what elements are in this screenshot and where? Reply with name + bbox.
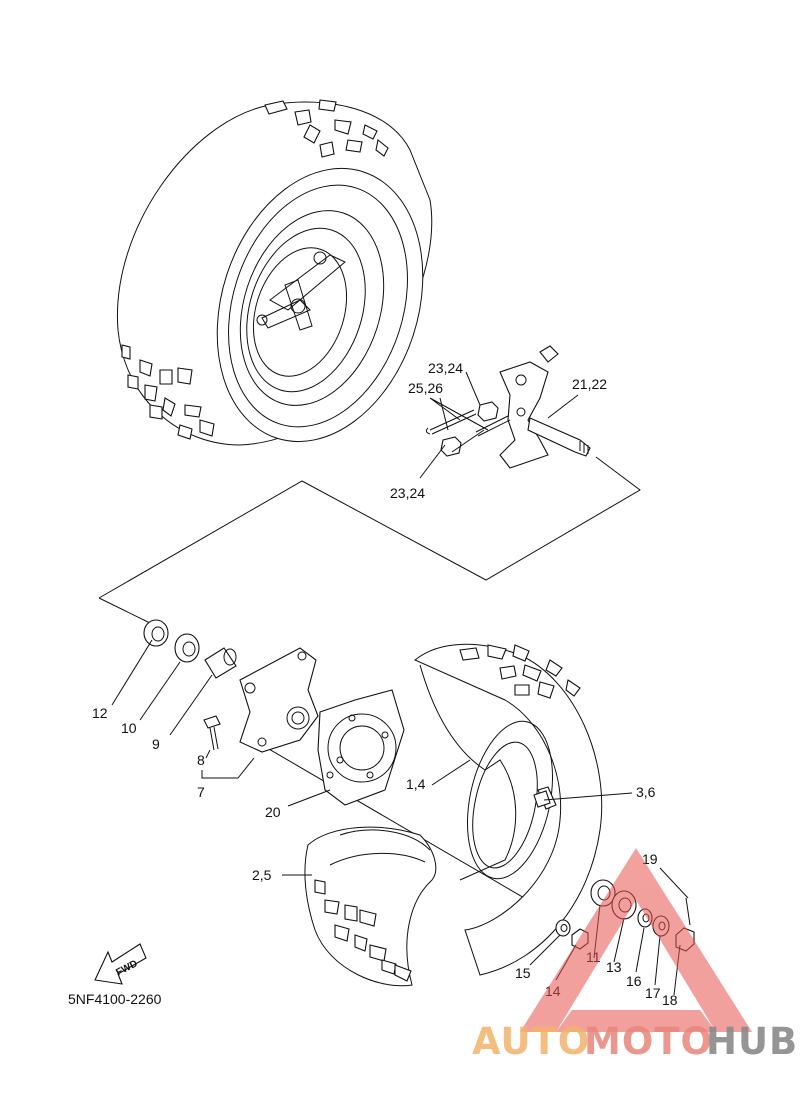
fwd-arrow-icon: FWD xyxy=(94,943,147,985)
bolt-8 xyxy=(203,715,221,751)
callout-15: 15 xyxy=(515,965,531,981)
spacer-9 xyxy=(204,647,237,679)
callout-25-26: 25,26 xyxy=(408,380,443,396)
watermark-triangle-icon xyxy=(520,848,752,1032)
bearing-10 xyxy=(174,633,200,663)
callout-23-24-lower: 23,24 xyxy=(390,485,425,501)
callout-17: 17 xyxy=(645,985,661,1001)
callout-19: 19 xyxy=(642,851,658,867)
wheel-hub-7 xyxy=(239,647,319,753)
callout-1-4: 1,4 xyxy=(406,776,426,792)
tire-inner-half-2 xyxy=(304,826,437,987)
castle-nut-upper xyxy=(477,401,499,422)
washer-15 xyxy=(555,919,571,937)
pin-19 xyxy=(685,897,691,926)
leader-lines xyxy=(111,371,689,996)
callout-20: 20 xyxy=(265,804,281,820)
assembly-lines xyxy=(98,397,641,921)
callout-23-24-upper: 23,24 xyxy=(428,360,463,376)
callout-18: 18 xyxy=(662,992,678,1008)
cotter-pins xyxy=(425,409,511,437)
oil-seal-12 xyxy=(143,619,169,647)
callout-12: 12 xyxy=(92,705,108,721)
steering-knuckle xyxy=(499,345,591,469)
diagram-code: 5NF4100-2260 xyxy=(68,991,162,1007)
watermark-text: AUTO MOTO HUB xyxy=(472,1020,798,1063)
watermark-auto: AUTO xyxy=(472,1020,590,1063)
callout-3-6: 3,6 xyxy=(636,784,656,800)
brake-disc-20 xyxy=(317,689,405,806)
callout-16: 16 xyxy=(626,973,642,989)
watermark-hub: HUB xyxy=(706,1020,798,1063)
watermark-logo xyxy=(520,848,752,1032)
callout-9: 9 xyxy=(152,736,160,752)
watermark-moto: MOTO xyxy=(584,1020,713,1063)
top-wheel-assembly xyxy=(116,99,433,446)
valve-stem-3 xyxy=(533,790,551,808)
callout-7: 7 xyxy=(197,784,205,800)
callout-8: 8 xyxy=(197,752,205,768)
callout-2-5: 2,5 xyxy=(252,867,272,883)
callout-10: 10 xyxy=(121,720,137,736)
callout-21-22: 21,22 xyxy=(572,376,607,392)
tire-front-tread xyxy=(459,644,581,699)
callout-13: 13 xyxy=(606,959,622,975)
